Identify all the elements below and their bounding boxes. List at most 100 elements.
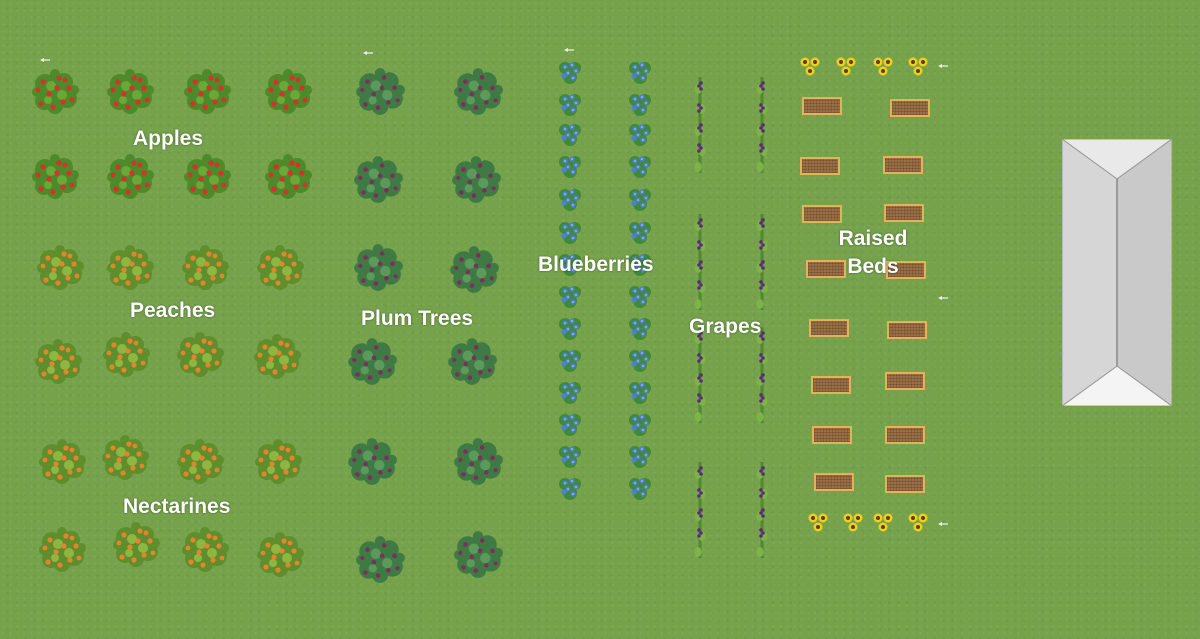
raised-bed-icon (809, 319, 849, 337)
blueberry-bush-icon (559, 62, 581, 84)
blueberry-bush-icon (559, 94, 581, 116)
blueberry-bush-icon (629, 62, 651, 84)
nectarine-tree-icon (102, 435, 149, 480)
raised-bed-icon (812, 426, 852, 444)
raised-bed-icon (802, 205, 842, 223)
sunflower-icon (808, 513, 828, 532)
sunflower-icon (836, 57, 856, 76)
raised-bed-icon (800, 157, 840, 175)
nectarine-tree-icon (177, 439, 224, 484)
blueberry-bush-icon (559, 446, 581, 468)
peach-tree-icon (103, 332, 150, 377)
blueberry-bush-icon (559, 350, 581, 372)
apple-tree-icon (32, 69, 79, 114)
raised-beds-label-line2: Beds (847, 255, 899, 278)
peach-tree-icon (37, 245, 84, 290)
nectarine-tree-icon (39, 439, 86, 484)
apple-tree-icon (184, 154, 231, 199)
grape-vine-icon (694, 460, 706, 560)
grape-vine-icon (756, 212, 768, 312)
blueberry-bush-icon (559, 478, 581, 500)
peach-tree-icon (107, 245, 154, 290)
plum-tree-icon (348, 338, 397, 385)
sunflower-icon (800, 57, 820, 76)
blueberry-bush-icon (629, 222, 651, 244)
apple-tree-icon (265, 154, 312, 199)
arrow-marker-icon (938, 64, 948, 68)
plum-tree-icon (348, 438, 397, 485)
blueberry-group (559, 62, 651, 500)
arrow-marker-icon (938, 522, 948, 526)
apple-tree-icon (265, 69, 312, 114)
plum-tree-icon (450, 246, 499, 293)
blueberry-bush-icon (629, 156, 651, 178)
nectarine-tree-icon (255, 439, 302, 484)
raised-bed-icon (886, 261, 926, 279)
blueberries-label: Blueberries (538, 253, 654, 276)
raised-beds-label-line1: Raised (838, 227, 908, 250)
sunflower-icon (908, 513, 928, 532)
blueberry-bush-icon (629, 286, 651, 308)
nectarine-tree-icon (182, 527, 229, 572)
blueberry-bush-icon (559, 414, 581, 436)
peach-tree-icon (182, 245, 229, 290)
raised-beds-label: Raised Beds (828, 225, 918, 281)
sunflower-group (800, 57, 928, 532)
plum-trees-label: Plum Trees (361, 307, 474, 330)
plum-tree-icon (356, 536, 405, 583)
plum-tree-icon (356, 68, 405, 115)
raised-bed-icon (887, 321, 927, 339)
arrow-marker-icon (938, 296, 948, 300)
grape-vine-icon (756, 75, 768, 175)
peach-tree-icon (177, 332, 224, 377)
blueberry-bush-icon (629, 478, 651, 500)
grape-vine-icon (694, 212, 706, 312)
nectarines-label: Nectarines (123, 495, 231, 518)
apples-label: Apples (133, 127, 204, 150)
plum-tree-icon (452, 156, 501, 203)
blueberry-bush-icon (559, 124, 581, 146)
raised-bed-icon (885, 426, 925, 444)
plum-tree-icon (454, 438, 503, 485)
nectarine-tree-icon (257, 532, 304, 577)
raised-bed-icon (890, 99, 930, 117)
grape-vine-icon (756, 325, 768, 425)
house-roof-icon (1062, 139, 1172, 406)
blueberry-bush-icon (629, 94, 651, 116)
raised-bed-icon (802, 97, 842, 115)
sunflower-icon (908, 57, 928, 76)
apple-tree-icon (107, 154, 154, 199)
nectarine-tree-icon (113, 522, 160, 567)
raised-bed-icon (885, 475, 925, 493)
blueberry-bush-icon (559, 189, 581, 211)
apple-tree-icon (107, 69, 154, 114)
blueberry-bush-icon (629, 189, 651, 211)
grape-vine-icon (694, 325, 706, 425)
raised-bed-icon (811, 376, 851, 394)
nectarine-tree-icon (39, 527, 86, 572)
sunflower-icon (873, 57, 893, 76)
blueberry-bush-icon (629, 124, 651, 146)
grape-vine-icon (694, 75, 706, 175)
sunflower-icon (843, 513, 863, 532)
blueberry-bush-icon (559, 286, 581, 308)
peaches-label: Peaches (130, 299, 216, 322)
plum-tree-icon (448, 338, 497, 385)
peach-tree-icon (35, 339, 82, 384)
blueberry-bush-icon (559, 318, 581, 340)
apple-tree-icon (32, 154, 79, 199)
blueberry-bush-icon (629, 382, 651, 404)
raised-bed-icon (884, 204, 924, 222)
blueberry-bush-icon (559, 222, 581, 244)
grapes-label: Grapes (689, 315, 762, 338)
peach-tree-icon (257, 245, 304, 290)
blueberry-bush-icon (559, 382, 581, 404)
raised-bed-icon (806, 260, 846, 278)
grape-vine-icon (756, 460, 768, 560)
sunflower-icon (873, 513, 893, 532)
blueberry-bush-icon (629, 318, 651, 340)
blueberry-bush-icon (629, 350, 651, 372)
blueberry-bush-icon (629, 446, 651, 468)
arrow-marker-icon (564, 48, 574, 52)
